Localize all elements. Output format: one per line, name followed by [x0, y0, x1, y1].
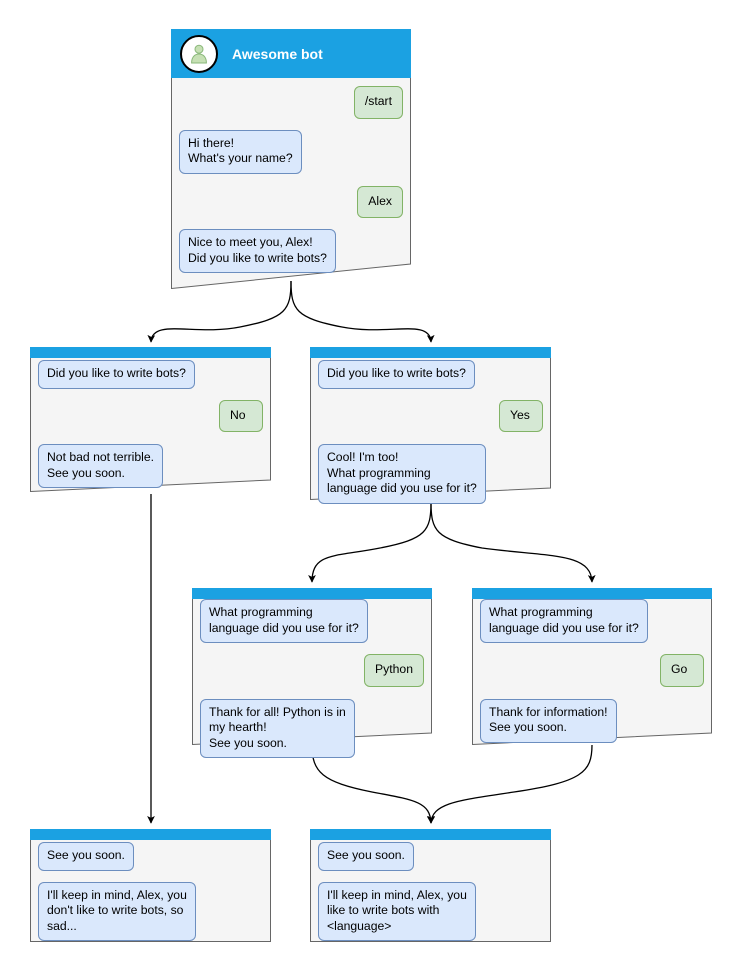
edge-root-to-no [147, 280, 292, 343]
node-end-happy-header [310, 829, 551, 840]
node-root-content: Awesome bot /start Hi there! What's your… [171, 29, 411, 289]
node-end-sad-header [30, 829, 271, 840]
message-row: See you soon. [30, 842, 271, 871]
bot-message-bubble[interactable]: I'll keep in mind, Alex, you don't like … [38, 881, 196, 941]
message-row: Python [192, 654, 432, 687]
bot-message-bubble[interactable]: Did you like to write bots? [38, 360, 195, 389]
user-message-bubble[interactable]: Go [660, 654, 704, 687]
node-python-branch-header [192, 588, 432, 599]
message-row: Thank for information! See you soon. [472, 698, 712, 743]
bot-message-bubble[interactable]: Nice to meet you, Alex! Did you like to … [179, 229, 336, 273]
node-yes-branch-messages: Did you like to write bots? Yes Cool! I'… [310, 360, 551, 504]
message-row: See you soon. [310, 842, 551, 871]
message-row: Hi there! What's your name? [171, 129, 411, 174]
bot-message-bubble[interactable]: Cool! I'm too! What programming language… [318, 444, 486, 504]
user-message-bubble[interactable]: No [219, 399, 263, 432]
node-yes-branch-header [310, 347, 551, 358]
node-go-branch-header [472, 588, 712, 599]
edge-yes-to-python [308, 501, 432, 583]
node-go-branch[interactable]: What programming language did you use fo… [472, 588, 712, 745]
message-row: What programming language did you use fo… [192, 599, 432, 643]
node-no-branch-header [30, 347, 271, 358]
bot-message-bubble[interactable]: Did you like to write bots? [318, 360, 475, 389]
node-go-branch-content: What programming language did you use fo… [472, 588, 712, 745]
message-row: No [30, 399, 271, 432]
bot-message-bubble[interactable]: What programming language did you use fo… [480, 599, 648, 643]
bot-message-bubble[interactable]: Thank for information! See you soon. [480, 698, 617, 743]
edge-go-to-end-happy [427, 744, 593, 824]
message-row: What programming language did you use fo… [472, 599, 712, 643]
person-avatar-icon [180, 34, 218, 73]
node-yes-branch[interactable]: Did you like to write bots? Yes Cool! I'… [310, 347, 551, 504]
user-message-bubble[interactable]: Python [364, 654, 424, 687]
message-row: /start [171, 86, 411, 119]
node-no-branch-content: Did you like to write bots? No Not bad n… [30, 347, 271, 492]
node-end-happy-content: See you soon. I'll keep in mind, Alex, y… [310, 829, 551, 942]
node-python-branch-content: What programming language did you use fo… [192, 588, 432, 758]
node-python-branch[interactable]: What programming language did you use fo… [192, 588, 432, 758]
node-end-happy[interactable]: See you soon. I'll keep in mind, Alex, y… [310, 829, 551, 942]
bot-message-bubble[interactable]: Not bad not terrible. See you soon. [38, 444, 164, 488]
message-row: Not bad not terrible. See you soon. [30, 444, 271, 488]
node-root[interactable]: Awesome bot /start Hi there! What's your… [171, 29, 411, 289]
message-row: I'll keep in mind, Alex, you like to wri… [310, 881, 551, 941]
message-row: I'll keep in mind, Alex, you don't like … [30, 881, 271, 941]
message-row: Nice to meet you, Alex! Did you like to … [171, 229, 411, 273]
user-message-bubble[interactable]: Alex [357, 185, 403, 218]
message-row: Thank for all! Python is in my hearth! S… [192, 698, 432, 758]
bot-message-bubble[interactable]: I'll keep in mind, Alex, you like to wri… [318, 881, 476, 941]
node-end-happy-messages: See you soon. I'll keep in mind, Alex, y… [310, 842, 551, 941]
node-root-messages: /start Hi there! What's your name? Alex … [171, 86, 411, 273]
node-go-branch-messages: What programming language did you use fo… [472, 599, 712, 743]
user-message-bubble[interactable]: Yes [499, 399, 543, 432]
bot-message-bubble[interactable]: Hi there! What's your name? [179, 129, 302, 174]
message-row: Did you like to write bots? [310, 360, 551, 389]
bot-message-bubble[interactable]: Thank for all! Python is in my hearth! S… [200, 698, 355, 758]
message-row: Alex [171, 185, 411, 218]
node-no-branch[interactable]: Did you like to write bots? No Not bad n… [30, 347, 271, 492]
node-end-sad-messages: See you soon. I'll keep in mind, Alex, y… [30, 842, 271, 941]
node-python-branch-messages: What programming language did you use fo… [192, 599, 432, 758]
edge-root-to-yes [290, 280, 435, 343]
message-row: Cool! I'm too! What programming language… [310, 444, 551, 504]
edge-yes-to-go [430, 501, 596, 583]
message-row: Did you like to write bots? [30, 360, 271, 389]
bot-message-bubble[interactable]: See you soon. [38, 842, 134, 871]
message-row: Go [472, 654, 712, 687]
bot-title: Awesome bot [232, 45, 323, 62]
user-message-bubble[interactable]: /start [353, 86, 403, 119]
node-end-sad-content: See you soon. I'll keep in mind, Alex, y… [30, 829, 271, 942]
message-row: Yes [310, 399, 551, 432]
node-no-branch-messages: Did you like to write bots? No Not bad n… [30, 360, 271, 488]
bot-message-bubble[interactable]: See you soon. [318, 842, 414, 871]
node-root-header: Awesome bot [171, 29, 411, 78]
bot-message-bubble[interactable]: What programming language did you use fo… [200, 599, 368, 643]
node-yes-branch-content: Did you like to write bots? Yes Cool! I'… [310, 347, 551, 504]
node-end-sad[interactable]: See you soon. I'll keep in mind, Alex, y… [30, 829, 271, 942]
